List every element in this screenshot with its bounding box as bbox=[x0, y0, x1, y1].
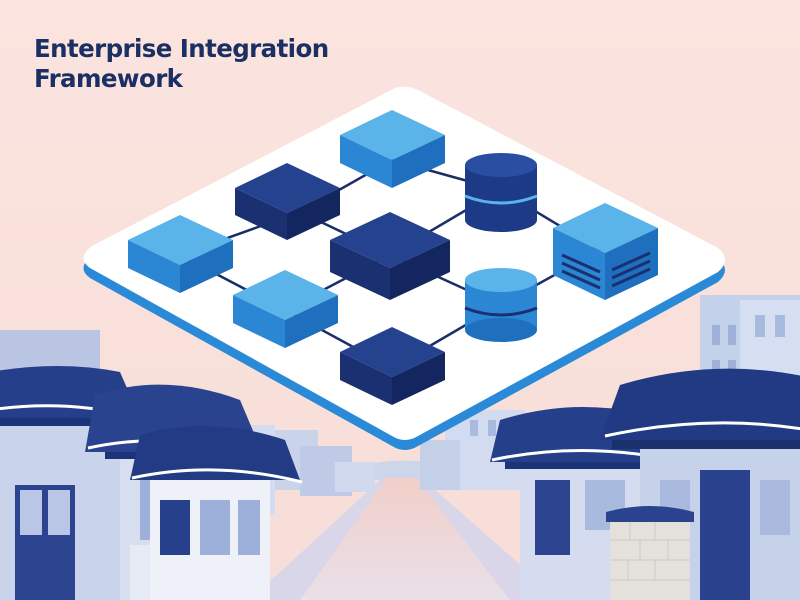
cube-node-lower-left bbox=[233, 270, 338, 348]
title-line-1: Enterprise Integration bbox=[34, 34, 329, 63]
database-icon bbox=[464, 268, 538, 342]
cube-node-bottom bbox=[340, 327, 445, 405]
cube-node-top bbox=[340, 110, 445, 188]
page-title: Enterprise Integration Framework bbox=[34, 34, 374, 94]
title-line-2: Framework bbox=[34, 64, 183, 93]
cube-node-center bbox=[330, 212, 450, 300]
cube-node-upper-left bbox=[235, 163, 340, 240]
left-hanok-houses bbox=[0, 366, 303, 600]
cube-node-left bbox=[128, 215, 233, 293]
right-hanok-houses bbox=[490, 368, 800, 600]
server-icon bbox=[553, 203, 658, 300]
database-icon bbox=[464, 153, 538, 232]
